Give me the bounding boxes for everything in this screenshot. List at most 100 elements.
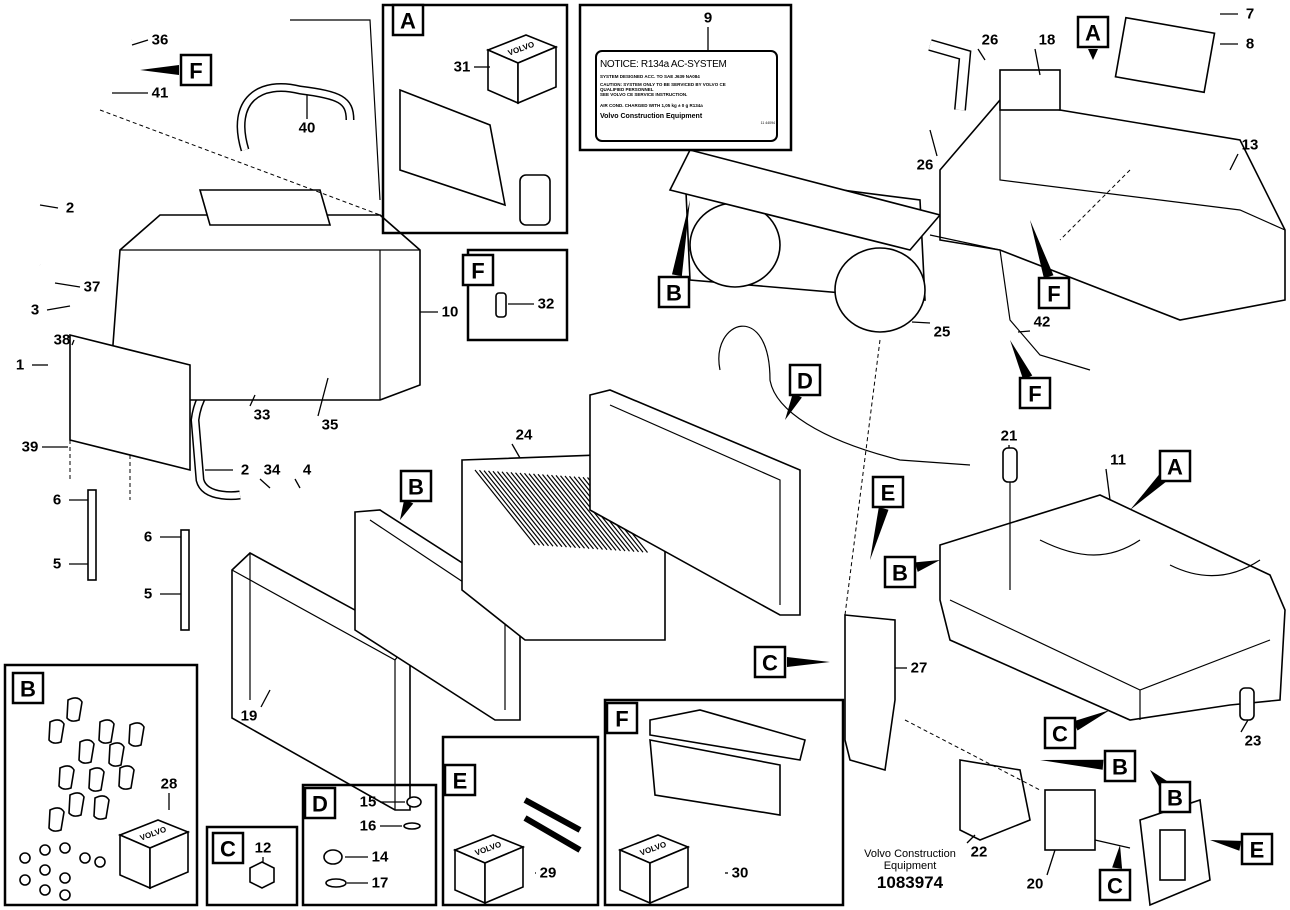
callout-19: 19 — [241, 708, 258, 725]
inset-d-fasteners — [301, 783, 438, 907]
callout-25: 25 — [934, 324, 951, 341]
clip — [66, 697, 83, 722]
screw — [94, 856, 106, 868]
callout-13: 13 — [1242, 137, 1259, 154]
callout-32: 32 — [538, 296, 555, 313]
inset-f-frame — [603, 698, 845, 907]
inset-f-sleeve — [466, 248, 569, 342]
clip — [48, 719, 65, 744]
condenser-fin — [524, 472, 585, 549]
parts-kit-box-front — [517, 45, 557, 105]
callout-9: 9 — [704, 10, 712, 27]
arrow-icon — [1088, 49, 1098, 60]
callout-5: 5 — [53, 556, 61, 573]
callout-leader — [131, 39, 149, 46]
callout-14: 14 — [372, 849, 389, 866]
callout-8: 8 — [1246, 36, 1254, 53]
callout-leader — [249, 394, 256, 407]
group-letter-b: B — [666, 281, 682, 306]
arrow-icon — [870, 507, 889, 560]
callout-42: 42 — [1034, 314, 1051, 331]
group-letter-d: D — [797, 369, 813, 394]
part-drawings — [24, 16, 1286, 907]
callout-35: 35 — [322, 417, 339, 434]
screw — [19, 852, 31, 864]
callout-40: 40 — [299, 120, 316, 137]
parts-kit-box-front — [649, 845, 689, 905]
group-letter-e-box — [1240, 832, 1274, 866]
arrow-icon — [1210, 840, 1242, 851]
group-letter-b-box — [399, 469, 433, 503]
group-letter-a: A — [1085, 21, 1101, 46]
arrow-icon — [1130, 474, 1167, 510]
clip — [78, 739, 95, 764]
callout-29: 29 — [540, 865, 557, 882]
inset-letter-e: E — [453, 769, 468, 794]
condenser-fin — [533, 473, 594, 550]
condenser-fin — [474, 469, 536, 546]
clip — [58, 765, 75, 790]
group-letter-b: B — [1112, 755, 1128, 780]
inset-letter-d: D — [312, 792, 328, 817]
callout-leader — [54, 282, 81, 288]
condenser-fin — [551, 474, 612, 551]
condenser-fin — [528, 473, 590, 549]
clip — [93, 795, 110, 820]
parts-kit-box-front — [484, 845, 524, 905]
callout-39: 39 — [22, 439, 39, 456]
callout-30: 30 — [732, 865, 749, 882]
inset-letter-f: F — [615, 707, 628, 732]
condenser-fin — [488, 470, 549, 547]
clip — [48, 807, 65, 832]
condenser-fin — [542, 474, 603, 550]
inset-b-clips — [3, 663, 199, 907]
callout-4: 4 — [303, 462, 312, 479]
group-letter-c: C — [1052, 722, 1068, 747]
group-letter-b: B — [1167, 786, 1183, 811]
inset-letter-f-box — [461, 253, 495, 287]
screw — [39, 864, 51, 876]
screw — [19, 874, 31, 886]
callout-36: 36 — [152, 32, 169, 49]
callout-1: 1 — [16, 357, 24, 374]
condenser-fin — [479, 469, 540, 546]
screw — [59, 872, 71, 884]
inset-a-filter — [381, 3, 569, 235]
callout-17: 17 — [372, 875, 389, 892]
group-letter-e: E — [1250, 838, 1265, 863]
callout-leader — [511, 443, 521, 459]
callout-37: 37 — [84, 279, 101, 296]
company-name: Volvo Construction — [864, 848, 956, 860]
callout-24: 24 — [516, 427, 533, 444]
callout-18: 18 — [1039, 32, 1056, 49]
group-letter-b-box — [657, 275, 691, 309]
callout-5: 5 — [144, 586, 152, 603]
group-letter-b-box — [883, 555, 917, 589]
callout-leader — [317, 377, 329, 417]
arrow-icon — [1112, 845, 1123, 869]
clip — [98, 719, 115, 744]
notice-line: AIR COND. CHARGED WITH 1,05 kg ± 0 g R13… — [600, 103, 703, 108]
callout-leader — [911, 321, 931, 324]
callout-6: 6 — [53, 492, 61, 509]
notice-line: SEE VOLVO CE SERVICE INSTRUCTION. — [600, 92, 688, 97]
callout-3: 3 — [31, 302, 39, 319]
group-letter-a-box — [1076, 15, 1110, 49]
screw — [79, 852, 91, 864]
callout-leader — [1105, 468, 1111, 501]
group-letter-b: B — [892, 561, 908, 586]
screw — [39, 884, 51, 896]
callout-22: 22 — [971, 844, 988, 861]
inset-letter-f-box — [605, 701, 639, 735]
arrow-icon — [1030, 220, 1054, 279]
callout-leader — [966, 834, 976, 844]
group-letter-c-box — [1098, 868, 1132, 902]
callout-12: 12 — [255, 840, 272, 857]
group-letter-b: B — [408, 475, 424, 500]
condenser-fin — [519, 472, 581, 549]
callout-leader — [977, 48, 986, 61]
arrow-icon — [914, 560, 940, 572]
callout-leader — [1240, 719, 1249, 733]
inset-letter-a: A — [400, 9, 416, 34]
